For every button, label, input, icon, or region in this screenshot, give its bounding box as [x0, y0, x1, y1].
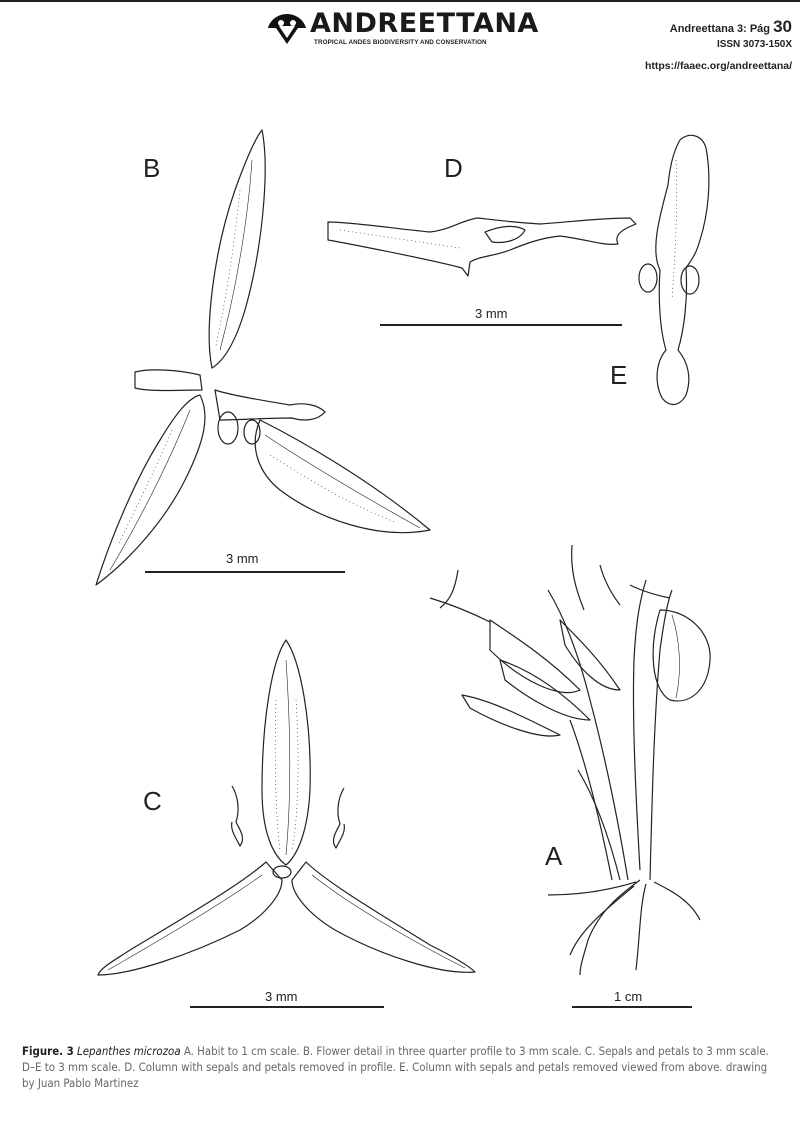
scale-bar-b: [145, 571, 345, 573]
scale-bar-a: [572, 1006, 692, 1008]
caption-species: Lepanthes microzoa: [77, 1044, 181, 1058]
andreettana-logo-icon: [268, 14, 306, 44]
flower-profile-drawing: [95, 129, 431, 586]
scale-label-c: 3 mm: [265, 989, 298, 1004]
scale-bar-d: [380, 324, 622, 326]
journal-tagline: TROPICAL ANDES BIODIVERSITY AND CONSERVA…: [314, 39, 487, 46]
column-profile-drawing: [327, 217, 637, 277]
figure-caption: Figure. 3 Lepanthes microzoa A. Habit to…: [22, 1043, 782, 1091]
journal-url[interactable]: https://faaec.org/andreettana/: [644, 60, 792, 72]
page-number: 30: [773, 17, 792, 36]
plate-drawing: [95, 129, 711, 976]
panel-letter-b: B: [143, 153, 161, 183]
caption-text: A. Habit to 1 cm scale. B. Flower detail…: [22, 1044, 769, 1090]
scale-label-b: 3 mm: [226, 551, 259, 566]
journal-logo: ANDREETTANA TROPICAL ANDES BIODIVERSITY …: [266, 8, 566, 48]
journal-brand: ANDREETTANA: [310, 8, 539, 39]
figure-plate: B D E C A 3 mm 3 mm 3 mm 1 cm: [0, 100, 800, 1040]
journal-page-ref: Andreettana 3: Pág 30: [669, 17, 792, 36]
column-top-drawing: [638, 134, 710, 405]
scale-bar-c: [190, 1006, 384, 1008]
scale-label-d: 3 mm: [475, 306, 508, 321]
top-rule: [0, 0, 800, 2]
sepals-petals-drawing: [97, 639, 476, 976]
habit-drawing: [429, 544, 711, 976]
panel-letter-e: E: [610, 360, 628, 390]
journal-prefix: Andreettana 3: Pág: [669, 23, 771, 35]
issn: ISSN 3073-150X: [716, 39, 792, 50]
panel-letter-d: D: [444, 153, 463, 183]
panel-letter-a: A: [545, 841, 563, 871]
scale-label-a: 1 cm: [614, 989, 643, 1004]
panel-letter-c: C: [143, 786, 162, 816]
caption-label: Figure. 3: [22, 1044, 74, 1058]
